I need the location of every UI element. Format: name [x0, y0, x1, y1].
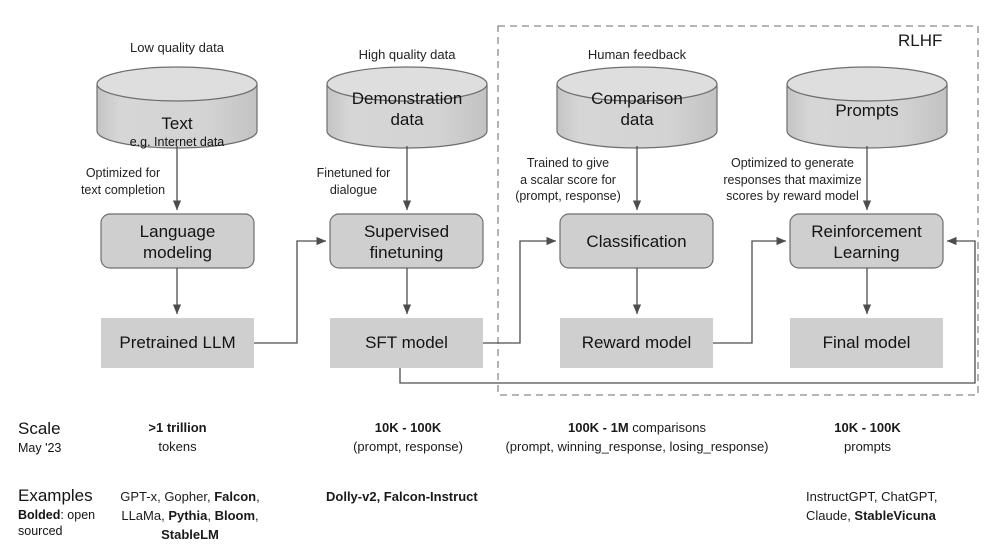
scale-detail-sft: (prompt, response): [353, 438, 463, 454]
artifact-label-final-model: Final model: [822, 333, 911, 352]
scale-headline-pretraining: >1 trillion: [148, 420, 207, 435]
datastore-demonstration-data: [326, 66, 488, 149]
row-header-scale-sublabel: May '23: [18, 441, 62, 456]
caption-high-quality-data: High quality data: [358, 47, 456, 62]
rlhf-group-boundary: [497, 25, 979, 396]
caption-low-quality-data: Low quality data: [130, 40, 224, 55]
rlhf-group-label: RLHF: [898, 31, 943, 50]
process-label-reinforcement-learning: Reinforcement Learning: [811, 222, 922, 262]
examples-cell-sft: Dolly-v2, Falcon-Instruct: [326, 489, 478, 504]
artifact-label-reward-model: Reward model: [581, 333, 692, 352]
datastore-label-text: Text e.g. Internet data: [97, 93, 257, 171]
datastore-label-comparison-data: Comparison data: [591, 89, 683, 129]
artifact-node-pretrained-llm: [101, 318, 254, 368]
scale-headline-suffix-reward-modeling: comparisons: [628, 420, 706, 435]
scale-detail-pretraining: tokens: [158, 438, 197, 454]
scale-cell-rl: 10K - 100K prompts: [800, 419, 935, 457]
edge-label-optimized-for-text-completion: Optimized for text completion: [80, 166, 166, 197]
scale-detail-reward-modeling: (prompt, winning_response, losing_respon…: [505, 438, 769, 454]
connector-pretrained-llm-to-sft: [254, 236, 327, 344]
examples-cell-pretraining: GPT-x, Gopher, Falcon,LLaMa, Pythia, Blo…: [120, 489, 260, 542]
edge-label-optimized-to-generate-responses: Optimized to generate responses that max…: [723, 156, 862, 203]
datastore-subtitle-text: e.g. Internet data: [129, 135, 225, 150]
process-label-supervised-finetuning: Supervised finetuning: [363, 222, 450, 262]
datastore-text: [96, 66, 258, 149]
datastore-prompts: [786, 66, 948, 149]
scale-cell-reward-modeling: 100K - 1M comparisons (prompt, winning_r…: [487, 419, 787, 457]
process-label-classification: Classification: [586, 232, 687, 251]
artifact-label-sft-model: SFT model: [365, 333, 448, 352]
edge-label-trained-to-give-scalar-score: Trained to give a scalar score for (prom…: [515, 156, 621, 203]
row-header-examples-label: Examples: [18, 486, 93, 505]
process-label-language-modeling: Language modeling: [139, 222, 216, 262]
datastore-comparison-data: [556, 66, 718, 149]
connector-sft-model-to-classification: [483, 236, 557, 344]
connector-reward-model-to-rl: [713, 236, 787, 344]
routed-connectors: [254, 236, 976, 384]
scale-headline-sft: 10K - 100K: [374, 420, 442, 435]
datastore-title-text: Text: [161, 113, 193, 133]
artifact-node-final-model: [790, 318, 943, 368]
artifact-node-sft-model: [330, 318, 483, 368]
scale-cell-sft: 10K - 100K (prompt, response): [338, 419, 478, 457]
artifact-label-pretrained-llm: Pretrained LLM: [119, 333, 236, 352]
scale-cell-pretraining: >1 trillion tokens: [110, 419, 245, 457]
datastore-label-demonstration-data: Demonstration data: [351, 89, 463, 129]
scale-headline-reward-modeling: 100K - 1M: [567, 420, 629, 435]
connector-sft-model-to-rl-loop: [399, 236, 976, 384]
edge-label-finetuned-for-dialogue: Finetuned for dialogue: [316, 166, 391, 197]
row-header-scale-label: Scale: [18, 419, 61, 438]
artifact-node-reward-model: [560, 318, 713, 368]
scale-headline-rl: 10K - 100K: [834, 420, 901, 435]
flow-arrows: [172, 146, 872, 315]
scale-detail-rl: prompts: [844, 438, 891, 454]
caption-human-feedback: Human feedback: [587, 47, 687, 62]
datastore-label-prompts: Prompts: [835, 101, 899, 120]
examples-cell-rl: InstructGPT, ChatGPT,Claude, StableVicun…: [806, 489, 938, 523]
row-header-scale: Scale May '23: [18, 418, 61, 457]
